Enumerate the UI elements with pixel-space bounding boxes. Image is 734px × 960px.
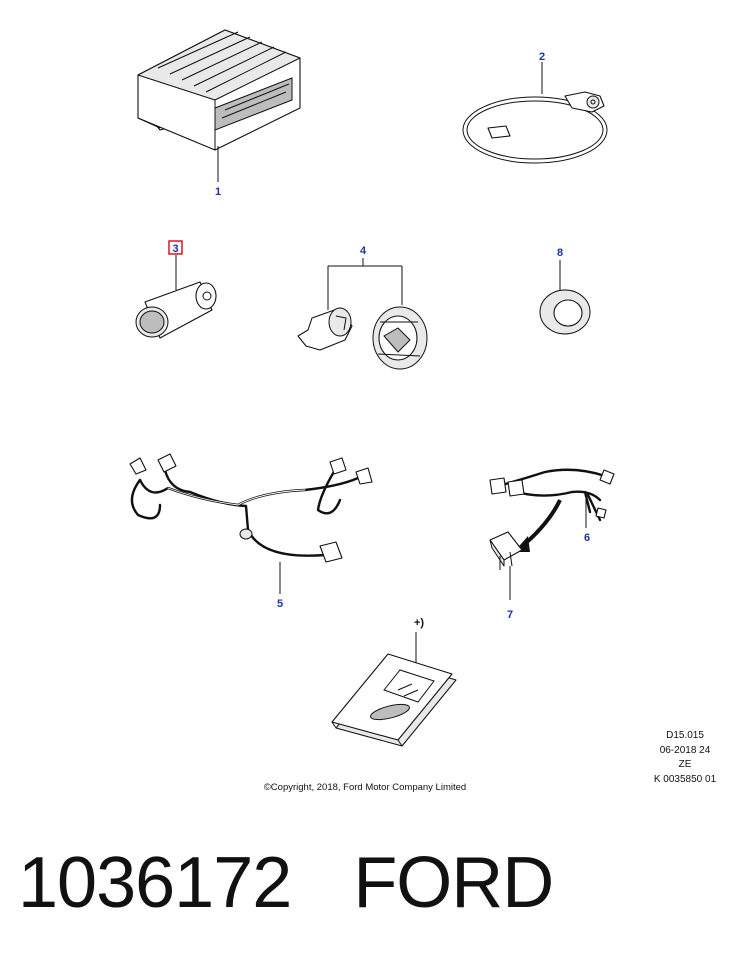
code-line-1: D15.015	[666, 730, 704, 741]
part-2-cable[interactable]	[462, 91, 608, 164]
callout-plus[interactable]: +)	[414, 617, 424, 629]
callout-3-highlight	[168, 240, 183, 255]
callout-6[interactable]: 6	[584, 532, 590, 544]
callout-2[interactable]: 2	[539, 51, 545, 63]
drawing-code-block: D15.015 06-2018 24 ZE K 0035850 01	[640, 729, 730, 787]
part-3-sensor[interactable]	[135, 281, 217, 339]
code-line-4: K 0035850 01	[653, 773, 717, 785]
part-6-harness[interactable]	[489, 468, 615, 522]
callout-3[interactable]: 3	[172, 243, 178, 255]
callout-4[interactable]: 4	[360, 245, 367, 257]
copyright-notice: ©Copyright, 2018, Ford Motor Company Lim…	[263, 782, 467, 793]
callout-1[interactable]: 1	[215, 186, 221, 198]
callout-5[interactable]: 5	[277, 598, 283, 610]
part-7-fuse[interactable]	[489, 531, 523, 570]
part-1-control-module[interactable]	[137, 29, 301, 151]
part-4-holder-right[interactable]	[372, 306, 428, 370]
brand-name: FORD	[353, 843, 554, 923]
part-4-holder-left[interactable]	[297, 307, 353, 351]
parts-diagram: 1 2 3 4 8	[129, 29, 615, 747]
part-8-grommet[interactable]	[539, 289, 591, 335]
part-booklet[interactable]	[331, 653, 457, 747]
footer-title: 1036172 FORD	[18, 838, 554, 928]
code-line-2: 06-2018 24	[659, 744, 711, 756]
code-line-3: ZE	[678, 759, 692, 770]
part-number: 1036172	[18, 843, 292, 923]
callout-7[interactable]: 7	[507, 609, 513, 621]
callout-8[interactable]: 8	[557, 247, 563, 259]
part-5-wiring-harness[interactable]	[129, 453, 373, 563]
